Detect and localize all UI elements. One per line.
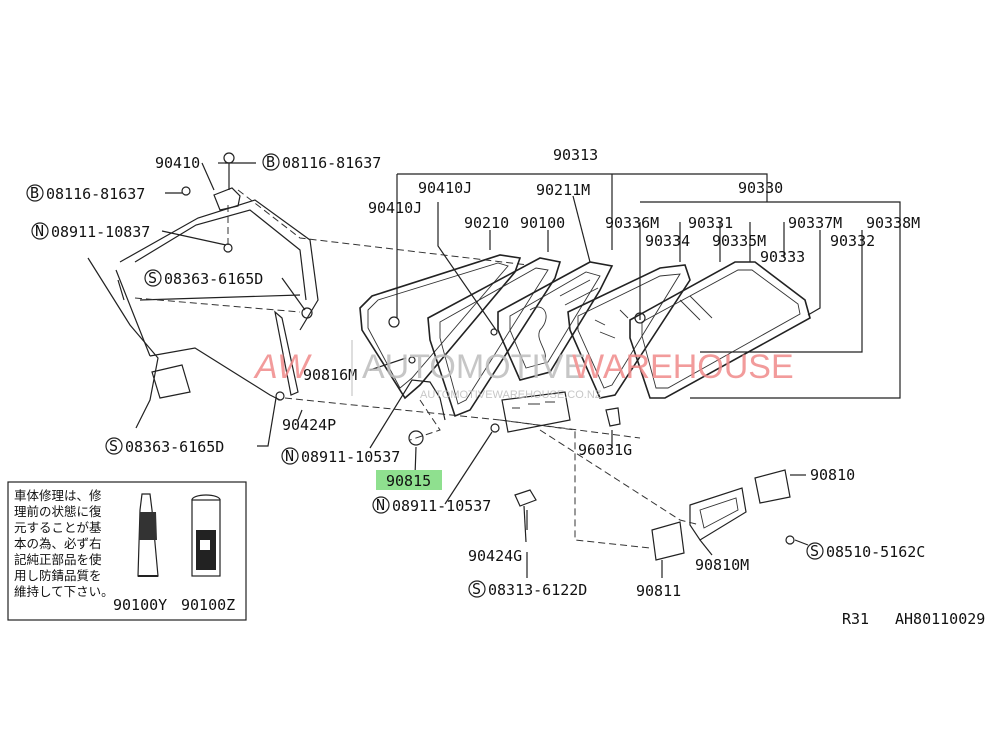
label-90100y: 90100Y	[113, 596, 167, 614]
watermark: AW AUTOMOTIVE WAREHOUSE AUTOMOTIVEWAREHO…	[253, 340, 794, 401]
circled-prefix-n: N	[35, 222, 44, 240]
hatch-dashed-outline	[134, 189, 701, 549]
label-90332: 90332	[830, 232, 875, 250]
label-90410j-a: 90410J	[418, 179, 472, 197]
highlight-box	[376, 470, 442, 490]
watermark-brand-1: AUTOMOTIVE	[362, 348, 586, 386]
label-90100z: 90100Z	[181, 596, 235, 614]
part-number: 08363-6165D	[125, 438, 224, 456]
label-90335m: 90335M	[712, 232, 766, 250]
circled-prefix-s: S	[148, 269, 157, 287]
label-s08363-bottom: S 08363-6165D	[105, 437, 224, 456]
watermark-url: AUTOMOTIVEWAREHOUSE.CO.NZ	[420, 389, 602, 401]
label-s08313: S 08313-6122D	[468, 580, 587, 599]
note-line-7: 維持して下さい。	[14, 584, 114, 599]
part-labels: 90313 90330 90410 90410J 90410J 90211M 9…	[26, 146, 925, 600]
part-number: 08911-10837	[51, 223, 150, 241]
label-b08116-top: B 08116-81637	[262, 153, 381, 172]
circled-prefix-b: B	[266, 153, 275, 171]
note-line-5: 記純正部品を使	[14, 552, 102, 567]
footer-code: AH80110029	[895, 610, 985, 628]
circled-prefix-n: N	[285, 447, 294, 465]
label-90331: 90331	[688, 214, 733, 232]
label-96031g: 96031G	[578, 441, 632, 459]
note-line-4: 本の為、必ず右	[14, 536, 102, 551]
part-number: 90815	[386, 472, 431, 490]
part-number: 08911-10537	[392, 497, 491, 515]
note-line-6: 用し防錆品質を	[14, 568, 102, 583]
part-number: 08510-5162C	[826, 543, 925, 561]
part-number: 08116-81637	[46, 185, 145, 203]
part-number: 08911-10537	[301, 448, 400, 466]
part-number: 08116-81637	[282, 154, 381, 172]
watermark-logo: AW	[253, 348, 312, 386]
part-number: 08313-6122D	[488, 581, 587, 599]
label-90815-highlighted[interactable]: 90815	[376, 470, 442, 490]
rear-glass-panels	[359, 254, 811, 418]
circled-prefix-s: S	[810, 542, 819, 560]
circled-prefix-b: B	[30, 184, 39, 202]
label-90338m: 90338M	[866, 214, 920, 232]
label-90410j-b: 90410J	[368, 199, 422, 217]
note-line-1: 車体修理は、修	[14, 488, 102, 503]
note-line-2: 理前の状態に復	[14, 504, 102, 519]
label-90334: 90334	[645, 232, 690, 250]
label-90811: 90811	[636, 582, 681, 600]
label-90810m: 90810M	[695, 556, 749, 574]
label-90424p: 90424P	[282, 416, 336, 434]
label-n08911-top: N 08911-10837	[31, 222, 150, 241]
repair-note-box: 車体修理は、修 理前の状態に復 元することが基 本の為、必ず右 記純正部品を使 …	[7, 481, 247, 621]
footer-ref: R31	[842, 610, 869, 628]
label-90330: 90330	[738, 179, 783, 197]
label-s08510: S 08510-5162C	[806, 542, 925, 561]
label-n08911-mid: N 08911-10537	[281, 447, 400, 466]
spray-can-icon	[191, 494, 221, 577]
label-s08363-top: S 08363-6165D	[144, 269, 263, 288]
hardware-parts	[181, 152, 809, 561]
label-90210: 90210	[464, 214, 509, 232]
circled-prefix-s: S	[472, 580, 481, 598]
label-b08116-left: B 08116-81637	[26, 184, 145, 203]
label-90810: 90810	[810, 466, 855, 484]
label-n08911-low: N 08911-10537	[372, 496, 491, 515]
label-90424g: 90424G	[468, 547, 522, 565]
part-number: 08363-6165D	[164, 270, 263, 288]
label-90211m: 90211M	[536, 181, 590, 199]
car-body-outline	[87, 199, 319, 429]
label-90410: 90410	[155, 154, 200, 172]
circled-prefix-n: N	[376, 496, 385, 514]
label-90337m: 90337M	[788, 214, 842, 232]
note-line-3: 元することが基	[14, 520, 102, 535]
label-90816m: 90816M	[303, 366, 357, 384]
sealant-tube-icon	[137, 493, 159, 577]
leader-lines	[161, 162, 901, 578]
label-90313: 90313	[553, 146, 598, 164]
watermark-brand-2: WAREHOUSE	[572, 348, 794, 386]
label-90333: 90333	[760, 248, 805, 266]
label-90100: 90100	[520, 214, 565, 232]
label-90336m: 90336M	[605, 214, 659, 232]
circled-prefix-s: S	[109, 437, 118, 455]
